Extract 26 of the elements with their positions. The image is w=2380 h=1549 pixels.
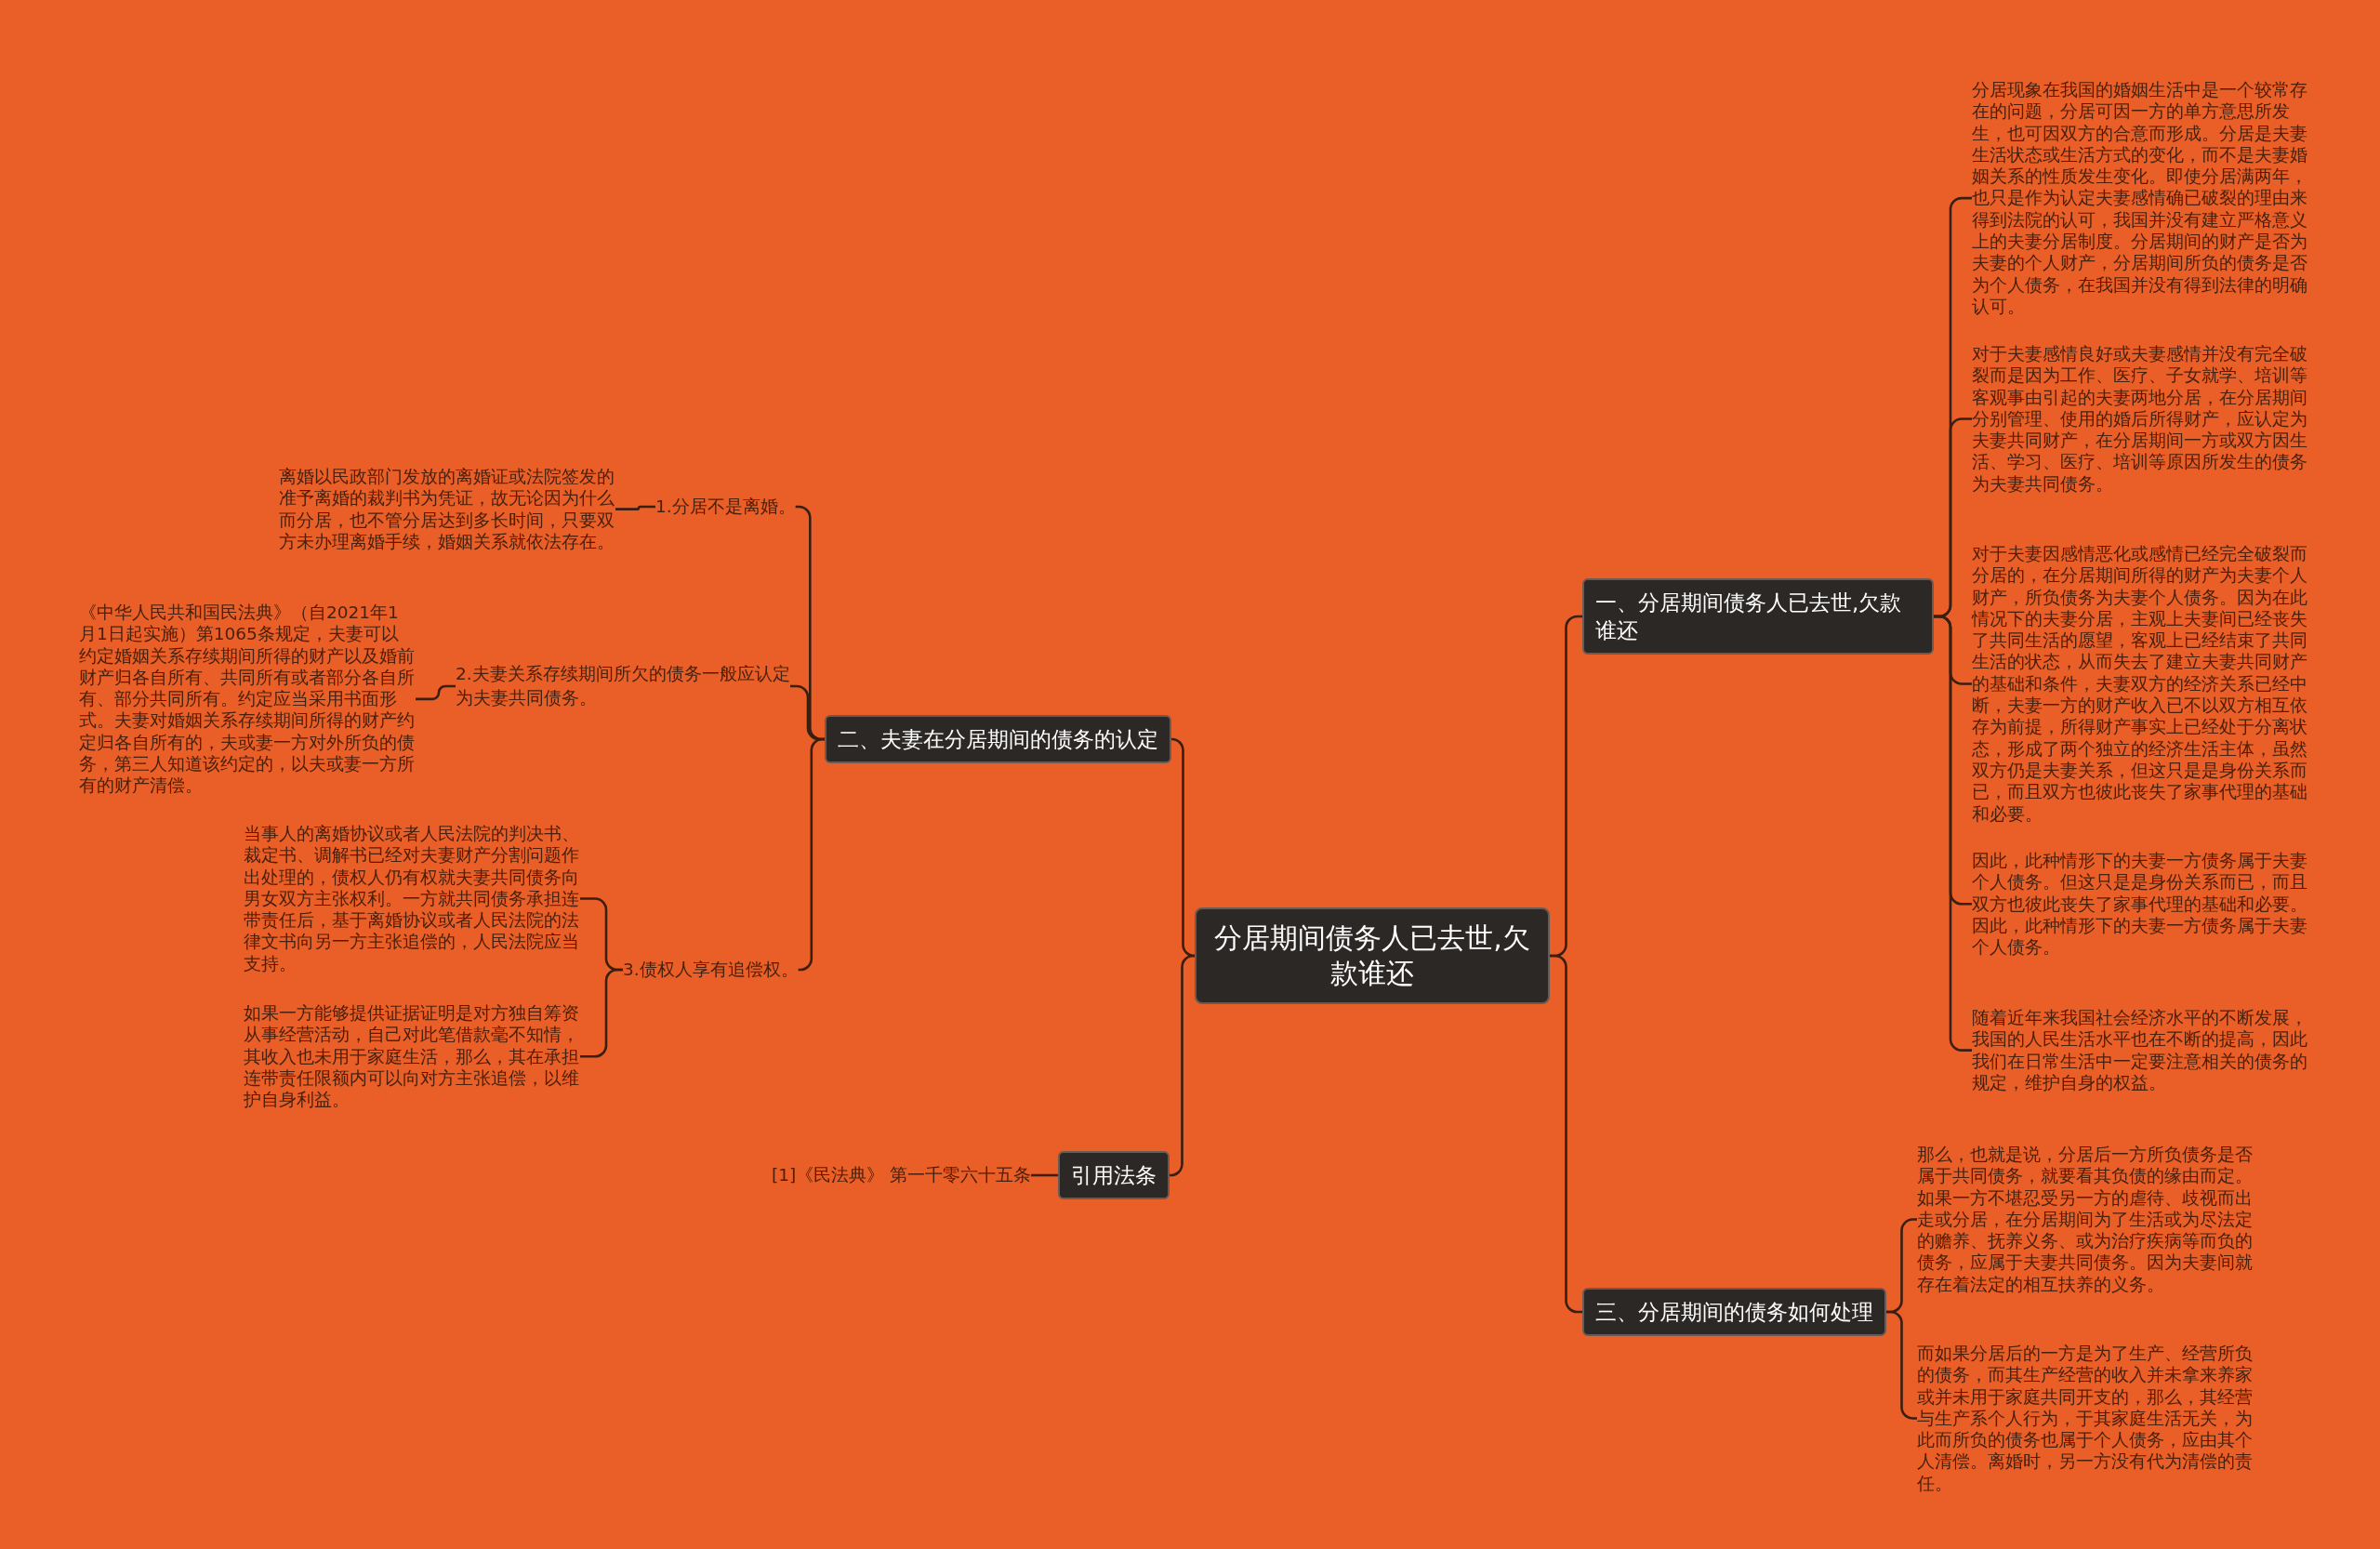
connector-line (1031, 1173, 1058, 1177)
reference-text: [1]《民法典》 第一千零六十五条 (772, 1163, 1032, 1187)
connector-line (1170, 737, 1196, 958)
note-text: 分居现象在我国的婚姻生活中是一个较常存在的问题，分居可因一方的单方意思所发生，也可因双方的合意而形成。分居是夫妻生活状态或生活方式的变化，而不是夫妻婚姻关系的性质发生变化。即使分居满两年，也只是作为认定夫妻感情确已破裂的理由来得到法院的认可，我国并没有建立严格意义上的夫妻分居制度。分居期间的财产是否为夫妻的个人财产，分居期间所负的债务是否为个人债务，在我国并没有得到法律的明确认可。 (1972, 79, 2308, 318)
connector-line (798, 737, 826, 972)
note-text: 当事人的离婚协议或者人民法院的判决书、裁定书、调解书已经对夫妻财产分割问题作出处理的，债权人仍有权就夫妻共同债务向男女双方主张权利。一方就共同债务承担连带责任后，基于离婚协议或者人民法院的法律文书向另一方主张追偿的，人民法院应当支持。 (244, 823, 580, 975)
topic-box: 引用法条 (1058, 1151, 1170, 1199)
note-text: 对于夫妻感情良好或夫妻感情并没有完全破裂而是因为工作、医疗、子女就学、培训等客观事由引起的夫妻两地分居，在分居期间分别管理、使用的婚后所得财产，应认定为夫妻共同财产，在分居期间一方或双方因生活、学习、医疗、培训等原因所发生的债务为夫妻共同债务。 (1972, 343, 2308, 496)
note-text: 因此，此种情形下的夫妻一方债务属于夫妻个人债务。但这只是是身份关系而已，而且双方也彼此丧失了家事代理的基础和必要。因此，此种情形下的夫妻一方债务属于夫妻个人债务。 (1972, 850, 2308, 959)
connector-line (615, 505, 655, 510)
topic-box: 三、分居期间的债务如何处理 (1582, 1288, 1886, 1336)
topic-box: 二、夫妻在分居期间的债务的认定 (825, 715, 1171, 763)
topic-box: 一、分居期间债务人已去世,欠款谁还 (1582, 578, 1934, 655)
note-text: 那么，也就是说，分居后一方所负债务是否属于共同债务，就要看其负债的缘由而定。如果一方不堪忍受另一方的虐待、歧视而出走或分居，在分居期间为了生活或为尽法定的赡养、抚养义务、或为治疗疾病等而负的债务，应属于夫妻共同债务。因为夫妻间就存在着法定的相互扶养的义务。 (1917, 1144, 2254, 1296)
connector-line (1169, 954, 1196, 1177)
note-text: 《中华人民共和国民法典》（自2021年1月1日起实施）第1065条规定，夫妻可以约定婚姻关系存续期间所得的财产以及婚前财产归各自所有、共同所有或者部分各自所有、部分共同所有。约定应当采用书面形式。夫妻对婚姻关系存续期间所得的财产约定归各自所有的，夫或妻一方对外所负的债务，第三人知道该约定的，以夫或妻一方所有的财产清偿。 (79, 602, 416, 797)
note-text: 对于夫妻因感情恶化或感情已经完全破裂而分居的，在分居期间所得的财产为夫妻个人财产，所负债务为夫妻个人债务。因为在此情况下的夫妻分居，主观上夫妻间已经丧失了共同生活的愿望，客观上已经结束了共同生活的状态，从而失去了建立夫妻共同财产的基础和条件，夫妻双方的经济关系已经中断，夫妻一方的财产收入已不以双方相互依存为前提，所得财产事实上已经处于分离状态，形成了两个独立的经济生活主体，虽然双方仍是夫妻关系，但这只是是身份关系而已，而且双方也彼此丧失了家事代理的基础和必要。 (1972, 543, 2308, 825)
subtopic-text: 3.债权人享有追偿权。 (623, 958, 799, 982)
note-text: 而如果分居后的一方是为了生产、经营所负的债务，而其生产经营的收入并未拿来养家或并未用于家庭共同开支的，那么，其经营与生产系个人行为，于其家庭生活无关，为此而所负的债务也属于个人债务，应由其个人清偿。离婚时，另一方没有代为清偿的责任。 (1917, 1343, 2254, 1495)
central-topic: 分居期间债务人已去世,欠款谁还 (1195, 907, 1550, 1004)
note-text: 如果一方能够提供证据证明是对方独自筹资从事经营活动，自己对此笔借款毫不知情，其收入也未用于家庭生活，那么，其在承担连带责任限额内可以向对方主张追偿，以维护自身利益。 (244, 1002, 580, 1111)
subtopic-text: 2.夫妻关系存续期间所欠的债务一般应认定为夫妻共同债务。 (456, 662, 790, 710)
note-text: 离婚以民政部门发放的离婚证或法院签发的准予离婚的裁判书为凭证，故无论因为什么而分居，也不管分居达到多长时间，只要双方未办理离婚手续，婚姻关系就依法存在。 (279, 466, 615, 553)
subtopic-text: 1.分居不是离婚。 (655, 495, 796, 519)
connector-line (416, 684, 456, 701)
note-text: 随着近年来我国社会经济水平的不断发展，我国的人民生活水平也在不断的提高，因此我们在日常生活中一定要注意相关的债务的规定，维护自身的权益。 (1972, 1007, 2308, 1094)
